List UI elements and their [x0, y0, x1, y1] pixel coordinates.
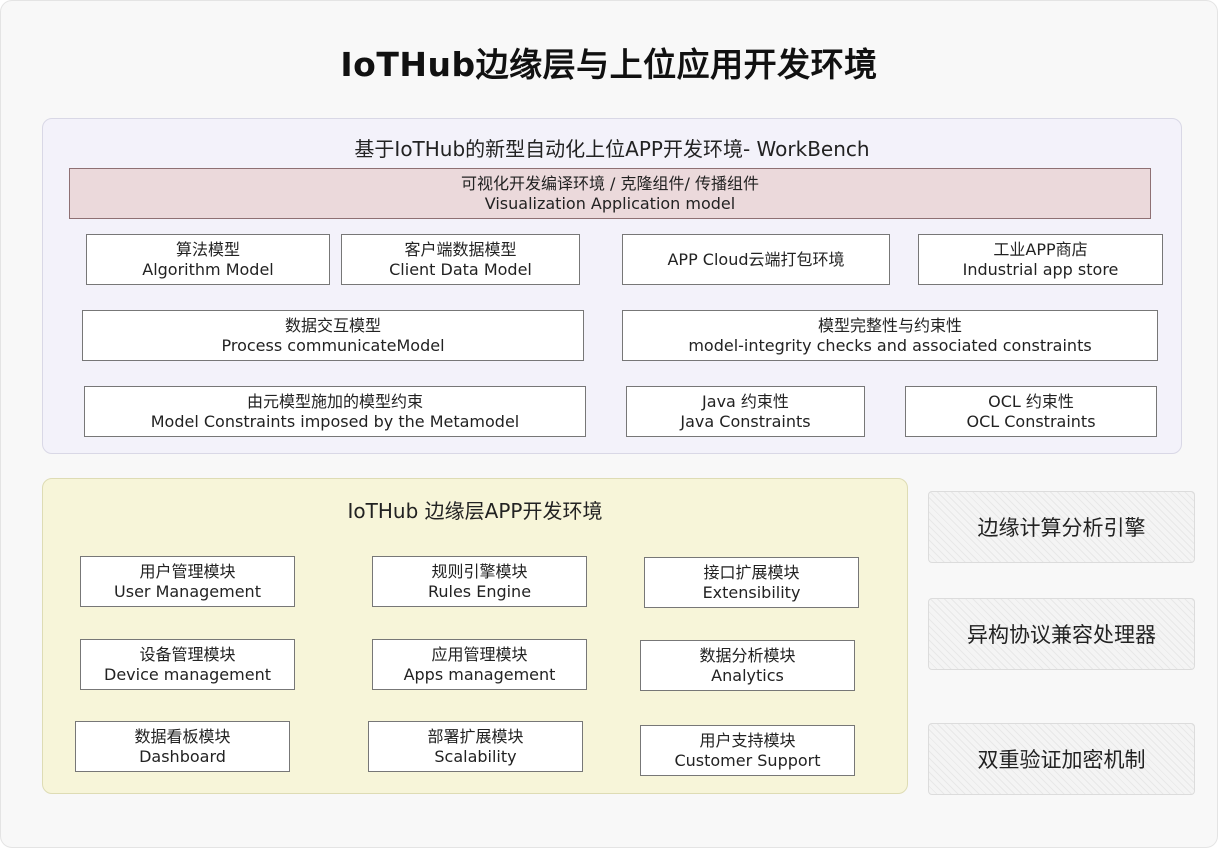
box-zh: 工业APP商店	[993, 239, 1088, 259]
box-zh: 模型完整性与约束性	[817, 315, 962, 335]
module-zh: 部署扩展模块	[427, 726, 524, 746]
dashboard-module: 数据看板模块 Dashboard	[75, 721, 290, 772]
analytics-module: 数据分析模块 Analytics	[640, 640, 855, 691]
metamodel-constraints-box: 由元模型施加的模型约束 Model Constraints imposed by…	[84, 386, 586, 437]
workbench-title: 基于IoTHub的新型自动化上位APP开发环境- WorkBench	[354, 137, 870, 161]
workbench-panel: 基于IoTHub的新型自动化上位APP开发环境- WorkBench 可视化开发…	[42, 118, 1182, 454]
process-communicate-model-box: 数据交互模型 Process communicateModel	[82, 310, 584, 361]
app-cloud-box: APP Cloud云端打包环境	[622, 234, 890, 285]
module-zh: 接口扩展模块	[703, 562, 800, 582]
rules-engine-module: 规则引擎模块 Rules Engine	[372, 556, 587, 607]
box-en: Client Data Model	[389, 259, 532, 279]
box-en: Algorithm Model	[142, 259, 274, 279]
module-en: Rules Engine	[427, 581, 532, 601]
box-zh: 算法模型	[175, 239, 240, 259]
module-en: Analytics	[711, 665, 784, 685]
apps-management-module: 应用管理模块 Apps management	[372, 639, 587, 690]
module-en: Customer Support	[674, 750, 821, 770]
box-zh: Java 约束性	[702, 391, 789, 411]
module-en: Apps management	[403, 664, 556, 684]
edge-title: IoTHub 边缘层APP开发环境	[347, 499, 603, 523]
box-zh: APP Cloud云端打包环境	[667, 249, 845, 269]
box-zh: 由元模型施加的模型约束	[246, 391, 423, 411]
module-en: Scalability	[434, 746, 517, 766]
module-en: User Management	[114, 581, 261, 601]
module-zh: 应用管理模块	[431, 644, 528, 664]
module-zh: 规则引擎模块	[431, 561, 528, 581]
box-en: OCL Constraints	[966, 411, 1096, 431]
java-constraints-box: Java 约束性 Java Constraints	[626, 386, 865, 437]
algorithm-model-box: 算法模型 Algorithm Model	[86, 234, 330, 285]
extensibility-module: 接口扩展模块 Extensibility	[644, 557, 859, 608]
box-en: Model Constraints imposed by the Metamod…	[150, 411, 520, 431]
module-en: Device management	[104, 664, 271, 684]
box-en: Java Constraints	[680, 411, 811, 431]
edge-panel: IoTHub 边缘层APP开发环境 用户管理模块 User Management…	[42, 478, 908, 794]
model-integrity-box: 模型完整性与约束性 model-integrity checks and ass…	[622, 310, 1158, 361]
ocl-constraints-box: OCL 约束性 OCL Constraints	[905, 386, 1157, 437]
client-data-model-box: 客户端数据模型 Client Data Model	[341, 234, 580, 285]
module-zh: 用户支持模块	[699, 730, 796, 750]
module-en: Extensibility	[702, 582, 801, 602]
box-en: Process communicateModel	[221, 335, 445, 355]
box-en: Industrial app store	[962, 259, 1119, 279]
module-en: Dashboard	[139, 746, 226, 766]
visualization-banner: 可视化开发编译环境 / 克隆组件/ 传播组件 Visualization App…	[69, 168, 1151, 219]
module-zh: 设备管理模块	[139, 644, 236, 664]
diagram-title: IoTHub边缘层与上位应用开发环境	[340, 45, 878, 84]
dual-verification-encryption: 双重验证加密机制	[928, 723, 1195, 795]
industrial-app-store-box: 工业APP商店 Industrial app store	[918, 234, 1163, 285]
box-zh: 数据交互模型	[284, 315, 381, 335]
customer-support-module: 用户支持模块 Customer Support	[640, 725, 855, 776]
user-management-module: 用户管理模块 User Management	[80, 556, 295, 607]
module-zh: 数据分析模块	[699, 645, 796, 665]
edge-computing-engine: 边缘计算分析引擎	[928, 491, 1195, 563]
box-zh: 客户端数据模型	[404, 239, 517, 259]
box-en: model-integrity checks and associated co…	[688, 335, 1092, 355]
scalability-module: 部署扩展模块 Scalability	[368, 721, 583, 772]
protocol-compatibility-processor: 异构协议兼容处理器	[928, 598, 1195, 670]
module-zh: 用户管理模块	[139, 561, 236, 581]
banner-zh: 可视化开发编译环境 / 克隆组件/ 传播组件	[460, 173, 760, 193]
box-zh: OCL 约束性	[988, 391, 1074, 411]
banner-en: Visualization Application model	[484, 193, 736, 213]
device-management-module: 设备管理模块 Device management	[80, 639, 295, 690]
module-zh: 数据看板模块	[134, 726, 231, 746]
